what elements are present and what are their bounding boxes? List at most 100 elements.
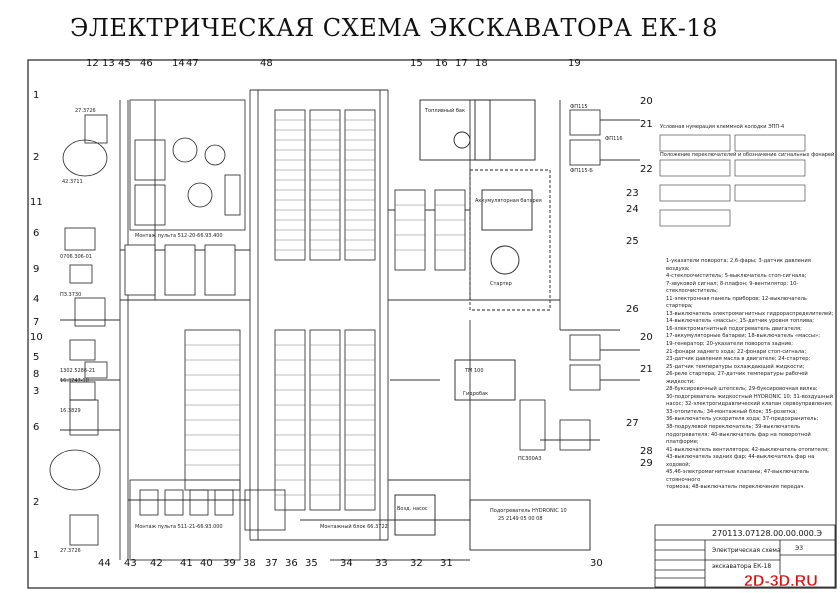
table-note-1: Условная нумерация клеммной колодки ЭПП-… bbox=[660, 123, 784, 130]
legend-line: 38-подрулевой переключатель; 39-выключат… bbox=[666, 424, 801, 431]
callout-top-18: 18 bbox=[475, 58, 488, 69]
drawing-title: ЭЛЕКТРИЧЕСКАЯ СХЕМА ЭКСКАВАТОРА ЕК-18 bbox=[70, 14, 718, 42]
legend-line: насос; 32-электрогидравлический клапан с… bbox=[666, 401, 833, 408]
legend-line: 1-указатели поворота; 2,6-фары; 3-датчик… bbox=[666, 258, 811, 272]
legend-line: 25-датчик температуры охлаждающей жидкос… bbox=[666, 363, 805, 370]
panel-caption: Монтаж пульта 512-20-66.93.400 bbox=[135, 233, 223, 239]
callout-bottom-44: 44 bbox=[98, 558, 111, 569]
left-components bbox=[49, 114, 108, 546]
callout-bottom-43: 43 bbox=[124, 558, 137, 569]
callout-left-2: 2 bbox=[33, 152, 39, 163]
left-part-4: ПЗ.3730 bbox=[60, 292, 81, 298]
battery-label: Аккумуляторная батарея bbox=[475, 198, 542, 204]
callout-left-11: 11 bbox=[30, 197, 43, 208]
callout-top-46: 46 bbox=[140, 58, 153, 69]
left-part-8: 27.3726 bbox=[60, 548, 81, 554]
callout-right-21: 21 bbox=[640, 119, 653, 130]
callout-left-9: 9 bbox=[33, 264, 39, 275]
callout-top-17: 17 bbox=[455, 58, 468, 69]
callout-right-22: 22 bbox=[640, 164, 653, 175]
legend-line: 13-выключатель электромагнитных гидрорас… bbox=[666, 310, 834, 317]
right-part-2: ФП116 bbox=[605, 136, 623, 142]
relay-block-label: ТМ 100 bbox=[464, 368, 484, 374]
legend-line: 43-выключатель задних фар; 44-выключател… bbox=[666, 454, 815, 468]
sheet-frame bbox=[27, 59, 837, 589]
callout-bottom-36: 36 bbox=[285, 558, 298, 569]
callout-top-19: 19 bbox=[568, 58, 581, 69]
legend-line: 7-звуковой сигнал; 8-плафон; 9-вентилято… bbox=[666, 280, 799, 295]
rear-lamps bbox=[519, 109, 601, 451]
connector-pins bbox=[185, 119, 465, 496]
legend-line: 11-электронная панель приборов; 12-выклю… bbox=[666, 295, 807, 310]
callout-bottom-39: 39 bbox=[223, 558, 236, 569]
callout-top-47: 47 bbox=[186, 58, 199, 69]
left-part-2: 42.3711 bbox=[62, 179, 83, 185]
callout-right-23: 23 bbox=[626, 188, 639, 199]
callout-top-48: 48 bbox=[260, 58, 273, 69]
callout-right-24: 24 bbox=[626, 204, 639, 215]
callout-left-3: 3 bbox=[33, 386, 39, 397]
callout-right-21b: 21 bbox=[640, 364, 653, 375]
callout-bottom-42: 42 bbox=[150, 558, 163, 569]
callout-right-25: 25 bbox=[626, 236, 639, 247]
callout-bottom-31: 31 bbox=[440, 558, 453, 569]
callout-top-14: 14 bbox=[172, 58, 185, 69]
watermark-logo: 2D-3D.RU bbox=[744, 573, 818, 590]
right-part-1: ФП115 bbox=[570, 104, 588, 110]
right-part-3: ФП115-Б bbox=[570, 168, 593, 174]
callout-top-16: 16 bbox=[435, 58, 448, 69]
callout-left-6b: 6 bbox=[33, 422, 39, 433]
callout-bottom-38: 38 bbox=[243, 558, 256, 569]
callout-top-12: 12 bbox=[86, 58, 99, 69]
component-legend: 1-указатели поворота; 2,6-фары; 3-датчик… bbox=[666, 258, 834, 492]
sheet-mark: Э3 bbox=[795, 545, 803, 552]
legend-line: 36-выключатель ускорителя хода; 37-предо… bbox=[666, 416, 819, 423]
callout-right-26: 26 bbox=[626, 304, 639, 315]
legend-line: 26-реле стартера; 27-датчик температуры … bbox=[666, 371, 808, 385]
legend-line: подогревателя; 40-выключатель фар на пов… bbox=[666, 431, 811, 446]
legend-line: 16-электромагнитный подогреватель двигат… bbox=[666, 325, 802, 332]
legend-line: 21-фонари заднего хода; 22-фонари стоп-с… bbox=[666, 348, 807, 355]
callout-left-10: 10 bbox=[30, 332, 43, 343]
legend-line: тормоза; 48-выключатель переключения пер… bbox=[666, 484, 806, 491]
callout-top-15: 15 bbox=[410, 58, 423, 69]
callout-left-8: 8 bbox=[33, 369, 39, 380]
watermark-text: 2D-3D.RU bbox=[744, 573, 818, 590]
left-part-6: 16.3747-10 bbox=[60, 378, 89, 384]
callout-right-20b: 20 bbox=[640, 332, 653, 343]
bottom-panel-caption: Монтаж пульта 511-21-66.93.000 bbox=[135, 524, 223, 530]
callout-left-7: 7 bbox=[33, 317, 39, 328]
callout-right-29: 29 bbox=[640, 458, 653, 469]
callout-bottom-37: 37 bbox=[265, 558, 278, 569]
heater-model-label: 25 2149 05 00 08 bbox=[498, 516, 543, 522]
doc-number: 270113.07128.00.00.000.Э bbox=[712, 529, 822, 538]
callout-bottom-41: 41 bbox=[180, 558, 193, 569]
callout-left-1: 1 bbox=[33, 90, 39, 101]
legend-line: 23-датчик давления масла в двигателе; 24… bbox=[666, 356, 811, 363]
callout-bottom-40: 40 bbox=[200, 558, 213, 569]
callout-bottom-33: 33 bbox=[375, 558, 388, 569]
callout-bottom-32: 32 bbox=[410, 558, 423, 569]
left-part-3: 0706.306-01 bbox=[60, 254, 92, 260]
callout-left-5: 5 bbox=[33, 352, 39, 363]
callout-top-13: 13 bbox=[102, 58, 115, 69]
heater-unit-label: Подогреватель HYDRONIC 10 bbox=[490, 508, 567, 514]
doc-title-2: экскаватора ЕК-18 bbox=[712, 563, 771, 570]
callout-bottom-30: 30 bbox=[590, 558, 603, 569]
callout-right-28: 28 bbox=[640, 446, 653, 457]
legend-line: 30-подогреватель жидкостный HYDRONIC 10;… bbox=[666, 393, 833, 400]
left-part-5: 1302.5286-21 bbox=[60, 368, 95, 374]
legend-line: 14-выключатель «массы»; 15-датчик уровня… bbox=[666, 318, 815, 325]
legend-line: 45,46-электромагнитные клапаны; 47-выклю… bbox=[666, 469, 809, 483]
fuel-tank-label: Топливный бак bbox=[424, 107, 465, 114]
callout-left-6: 6 bbox=[33, 228, 39, 239]
legend-line: 41-выключатель вентилятора; 42-выключате… bbox=[666, 446, 829, 453]
callout-left-2b: 2 bbox=[33, 497, 39, 508]
legend-line: 17-аккумуляторные батареи; 18-выключател… bbox=[666, 333, 820, 340]
callout-right-20: 20 bbox=[640, 96, 653, 107]
title-block bbox=[654, 524, 836, 588]
callout-top-45: 45 bbox=[118, 58, 131, 69]
